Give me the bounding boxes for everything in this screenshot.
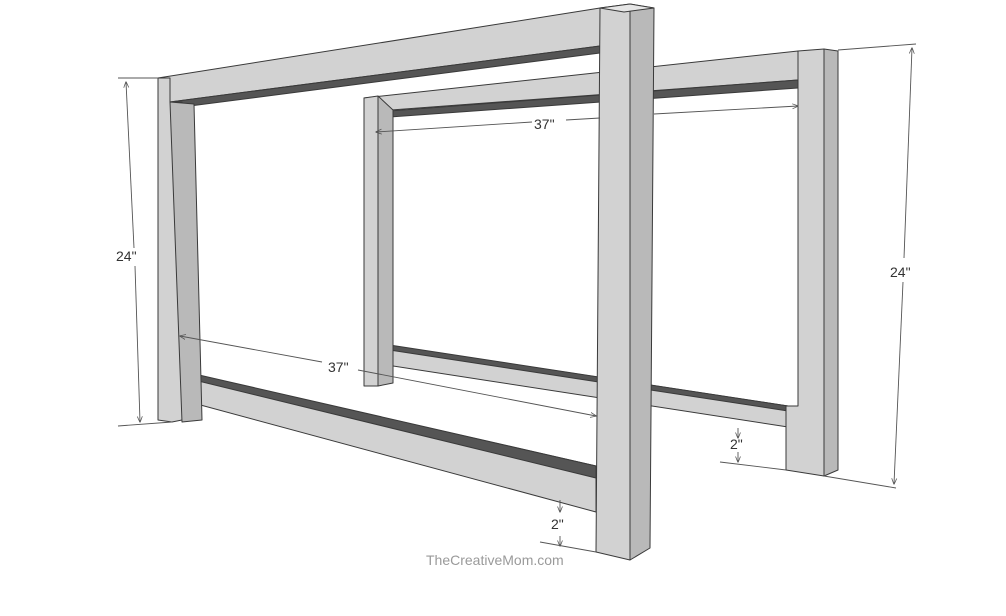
front-right-post-side: [629, 3, 655, 561]
back-width-dimension: 37": [376, 106, 798, 132]
front-offset-dimension: 2": [539, 500, 597, 553]
back-width-label: 37": [534, 116, 555, 132]
back-left-post: [363, 95, 379, 387]
back-right-post: [785, 48, 825, 477]
front-height-dimension: 24": [116, 77, 173, 427]
front-right-post: [595, 3, 631, 561]
watermark: TheCreativeMom.com: [426, 552, 564, 568]
back-bottom-rail-top: [382, 343, 789, 412]
back-height-dimension: 24": [823, 43, 917, 489]
front-width-label: 37": [328, 359, 349, 375]
front-offset-label: 2": [551, 516, 564, 532]
back-height-label: 24": [890, 264, 911, 280]
front-height-label: 24": [116, 248, 137, 264]
front-right-post-top: [599, 3, 655, 13]
front-frame: [157, 3, 655, 561]
front-width-dimension: 37": [180, 336, 596, 416]
back-right-post-side: [823, 48, 839, 477]
back-frame: [363, 48, 839, 477]
back-offset-dimension: 2": [719, 428, 787, 471]
back-offset-label: 2": [730, 436, 743, 452]
back-left-post-side: [377, 95, 394, 387]
front-left-post-side: [169, 101, 203, 423]
front-bottom-rail: [181, 371, 597, 513]
